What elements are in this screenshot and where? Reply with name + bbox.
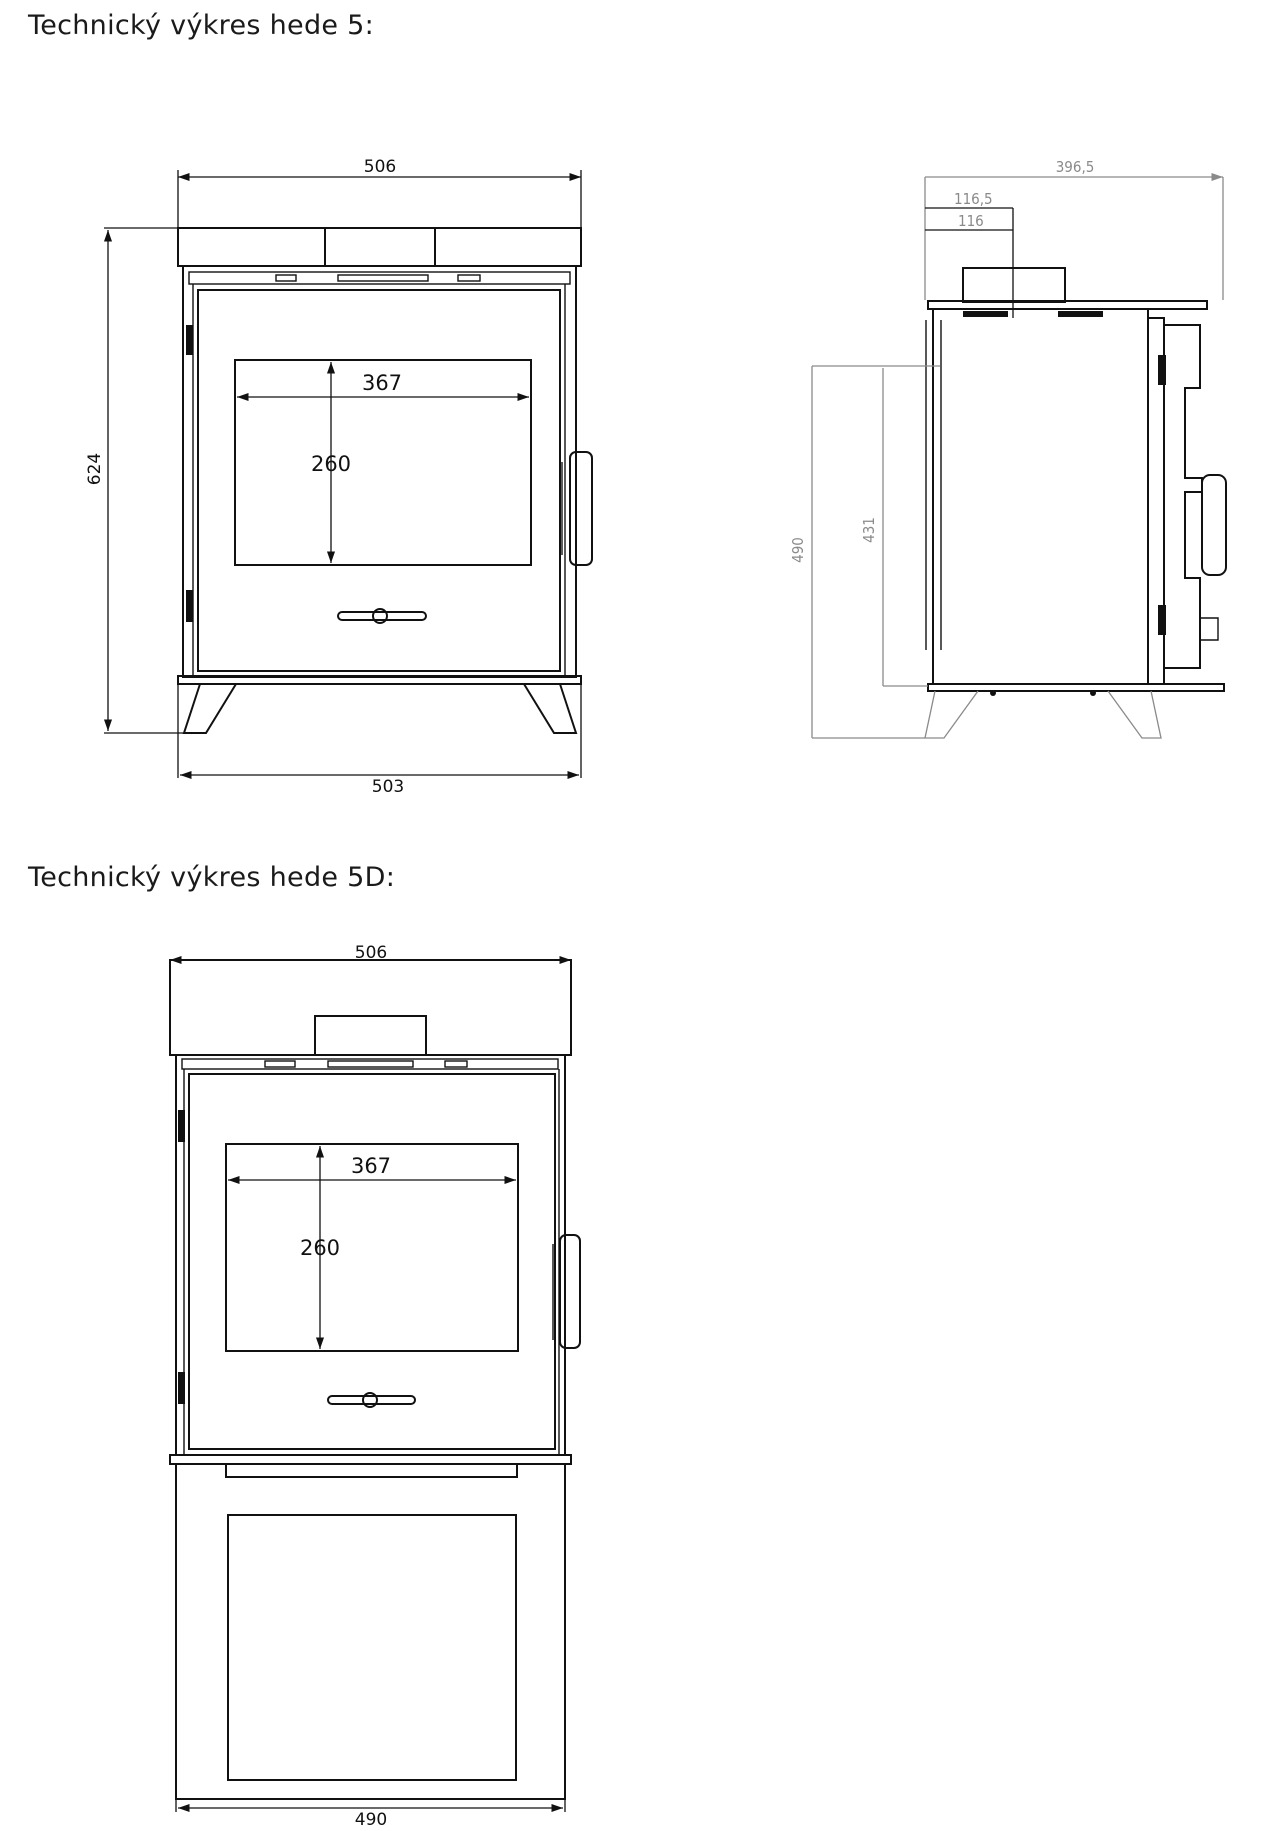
hede5-side-height-dimensions: 490 431 (789, 365, 940, 739)
dim-height-1: 490 (789, 537, 807, 563)
leg-left (182, 683, 237, 734)
5d-mid-plate (169, 1454, 572, 1465)
glass-window (234, 359, 532, 566)
5d-air-slider (327, 1395, 416, 1405)
hede5-side-depth-dimension: 396,5 (924, 158, 1224, 300)
air-slot-strip (188, 271, 571, 285)
hinge-bottom (186, 590, 193, 622)
dim-window-height: 260 (311, 452, 351, 476)
5d-hinge-bottom (178, 1372, 185, 1404)
hinge-top (186, 325, 193, 355)
dim5d-width-bottom: 490 (355, 1810, 387, 1830)
side-leg-left (924, 690, 979, 739)
dim5d-window-width: 367 (351, 1154, 391, 1178)
door-handle (569, 451, 593, 566)
dim5d-width-top: 506 (355, 943, 387, 963)
flue-collar (324, 227, 436, 267)
5d-hinge-top (178, 1110, 185, 1142)
side-body (932, 308, 1149, 685)
top-plate (177, 227, 582, 267)
stove-door (197, 289, 561, 672)
heading-hede5d: Technický výkres hede 5D: (28, 862, 396, 893)
hede5-side-view: 396,5 116,5 116 (789, 158, 1227, 739)
side-handle (1201, 474, 1227, 576)
side-handle-bracket (1164, 324, 1203, 669)
dim-height-2: 431 (860, 517, 878, 543)
heading-hede5: Technický výkres hede 5: (28, 10, 375, 41)
dim-width-bottom: 503 (372, 777, 404, 797)
dim-width-top: 506 (364, 157, 396, 177)
5d-flue-collar (314, 1015, 427, 1056)
dim-depth: 396,5 (1056, 158, 1095, 176)
air-slider (337, 611, 427, 621)
hede5d-front-view: 506 367 260 (169, 943, 581, 1830)
dim5d-window-height: 260 (300, 1236, 340, 1260)
dim-flue-offset-2: 116 (958, 212, 984, 230)
hede5-side-flue-dimension: 116,5 116 (925, 190, 1014, 318)
dim-flue-offset-1: 116,5 (954, 190, 993, 208)
5d-wood-store (175, 1463, 566, 1800)
leg-right (523, 683, 578, 734)
dim-window-width: 367 (362, 371, 402, 395)
side-leg-right (1107, 690, 1162, 739)
hede5-front-bottom-dimension: 503 (177, 684, 582, 797)
hede5-front-top-dimension: 506 (177, 157, 582, 265)
stove-body (182, 265, 577, 678)
dim-height: 624 (85, 453, 105, 485)
hede5-front-height-dimension: 624 (85, 230, 184, 734)
5d-glass-window (225, 1143, 519, 1352)
5d-top-plate (169, 959, 572, 1056)
side-base-plate (927, 683, 1225, 692)
5d-wood-store-inner (227, 1514, 517, 1781)
5d-stove-door (188, 1073, 556, 1450)
5d-door-handle (559, 1234, 581, 1349)
hede5-front-view: 506 367 260 (85, 157, 593, 797)
flue-spigot (962, 267, 1066, 303)
5d-ash-strip (225, 1463, 518, 1478)
base-plate (177, 675, 582, 685)
hede5d-bottom-dimension: 490 (175, 1799, 566, 1830)
